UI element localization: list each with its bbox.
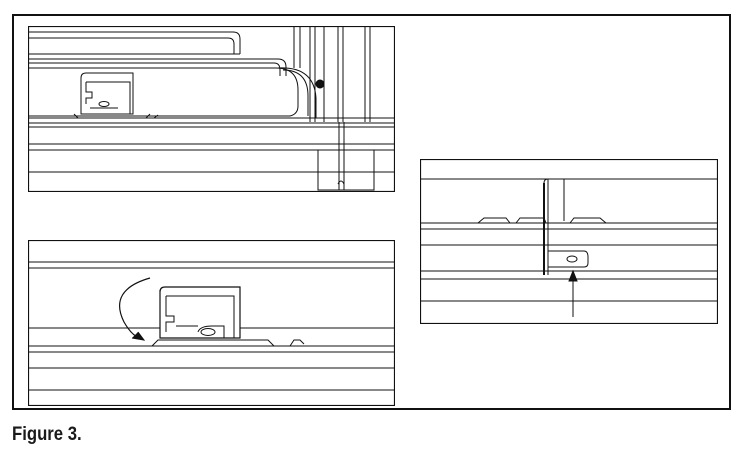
panel-bottom-left-rotate bbox=[28, 240, 395, 406]
panel-top-left-overview bbox=[28, 26, 395, 192]
figure-caption: Figure 3. bbox=[12, 424, 82, 445]
panel-right-insert bbox=[420, 159, 718, 324]
